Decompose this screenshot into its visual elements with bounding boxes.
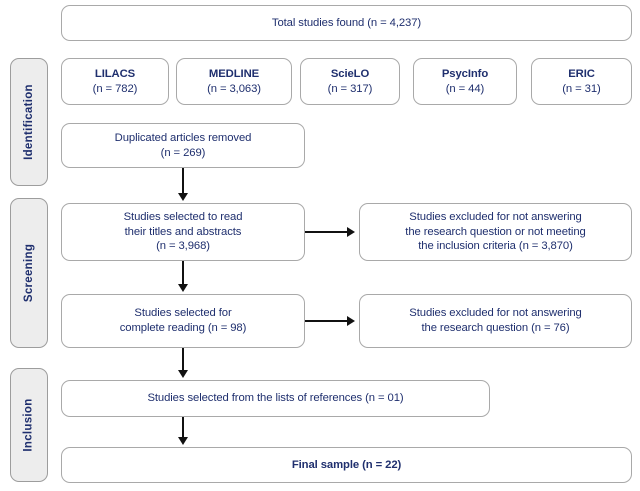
box-final-sample: Final sample (n = 22) <box>61 447 632 483</box>
box-database-medline: MEDLINE (n = 3,063) <box>176 58 292 105</box>
database-name-medline: MEDLINE <box>208 67 260 80</box>
stage-label-screening-text: Screening <box>23 243 35 303</box>
box-duplicates-removed-line1: Duplicated articles removed <box>114 131 252 144</box>
connector-full-reading-to-excluded <box>305 320 349 322</box>
box-references-label: Studies selected from the lists of refer… <box>147 392 404 405</box>
box-excluded-full-reading-line1: Studies excluded for not answering <box>409 307 582 320</box>
stage-label-inclusion: Inclusion <box>10 368 48 482</box>
arrowhead-screening-to-full-reading <box>178 284 188 292</box>
stage-label-screening: Screening <box>10 198 48 348</box>
box-excluded-titles-line2: the research question or not meeting <box>405 225 586 238</box>
box-excluded-full-reading-line2: the research question (n = 76) <box>421 322 570 334</box>
connector-duplicates-to-screening <box>182 168 184 195</box>
box-excluded-titles-line1: Studies excluded for not answering <box>409 210 582 223</box>
box-excluded-titles-line3: the inclusion criteria (n = 3,870) <box>418 240 573 253</box>
box-database-lilacs: LILACS (n = 782) <box>61 58 169 105</box>
box-excluded-titles: Studies excluded for not answering the r… <box>359 203 632 261</box>
database-count-scielo: (n = 317) <box>327 82 373 95</box>
box-duplicates-removed: Duplicated articles removed (n = 269) <box>61 123 305 168</box>
box-screening-titles-line1: Studies selected to read <box>123 210 243 223</box>
box-screening-titles: Studies selected to read their titles an… <box>61 203 305 261</box>
arrowhead-duplicates-to-screening <box>178 193 188 201</box>
arrowhead-full-reading-to-excluded <box>347 316 355 326</box>
box-full-reading: Studies selected for complete reading (n… <box>61 294 305 348</box>
stage-label-identification: Identification <box>10 58 48 186</box>
connector-screening-to-excluded-titles <box>305 231 349 233</box>
arrowhead-references-to-final <box>178 437 188 445</box>
database-name-eric: ERIC <box>568 67 595 80</box>
connector-full-reading-to-references <box>182 348 184 372</box>
arrowhead-screening-to-excluded-titles <box>347 227 355 237</box>
database-name-psycinfo: PsycInfo <box>441 67 489 80</box>
database-count-medline: (n = 3,063) <box>207 82 261 95</box>
box-full-reading-line2: complete reading (n = 98) <box>119 322 247 334</box>
box-screening-titles-line2: their titles and abstracts <box>124 225 242 238</box>
box-database-psycinfo: PsycInfo (n = 44) <box>413 58 517 105</box>
database-count-eric: (n = 31) <box>562 82 601 95</box>
connector-references-to-final <box>182 417 184 439</box>
stage-label-identification-text: Identification <box>23 84 36 160</box>
box-database-eric: ERIC (n = 31) <box>531 58 632 105</box>
box-references: Studies selected from the lists of refer… <box>61 380 490 417</box>
box-total-studies: Total studies found (n = 4,237) <box>61 5 632 41</box>
box-database-scielo: ScieLO (n = 317) <box>300 58 400 105</box>
arrowhead-full-reading-to-references <box>178 370 188 378</box>
connector-screening-to-full-reading <box>182 261 184 286</box>
box-final-sample-label: Final sample (n = 22) <box>291 458 402 471</box>
box-duplicates-removed-line2: (n = 269) <box>160 146 206 159</box>
box-screening-titles-line3: (n = 3,968) <box>156 240 210 253</box>
stage-label-inclusion-text: Inclusion <box>23 398 35 452</box>
database-name-scielo: ScieLO <box>330 67 370 80</box>
database-count-psycinfo: (n = 44) <box>445 82 485 95</box>
box-full-reading-line1: Studies selected for <box>134 307 232 320</box>
box-excluded-full-reading: Studies excluded for not answering the r… <box>359 294 632 348</box>
box-total-studies-label: Total studies found (n = 4,237) <box>271 16 422 29</box>
database-name-lilacs: LILACS <box>94 67 136 80</box>
database-count-lilacs: (n = 782) <box>92 82 138 95</box>
